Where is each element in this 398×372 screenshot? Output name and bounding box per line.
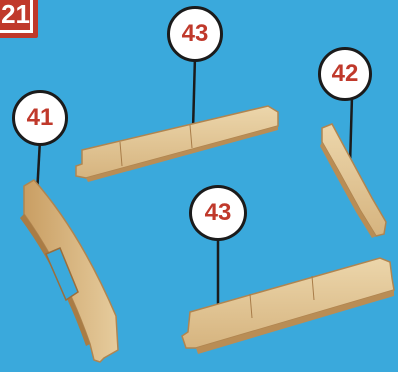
part-label-41: 41	[12, 90, 68, 146]
wood-part-43-bottom	[182, 258, 394, 354]
step-number-badge: 21	[0, 0, 38, 38]
wood-part-41	[20, 180, 118, 362]
part-label-43-bottom: 43	[189, 185, 247, 241]
wood-part-43-top	[76, 106, 278, 182]
leader-line-43-top	[193, 56, 195, 130]
step-number: 21	[1, 1, 30, 27]
leader-line-42	[350, 96, 352, 165]
wood-part-42	[320, 124, 386, 238]
part-label-42: 42	[318, 47, 372, 101]
part-label-43-top: 43	[167, 6, 223, 62]
